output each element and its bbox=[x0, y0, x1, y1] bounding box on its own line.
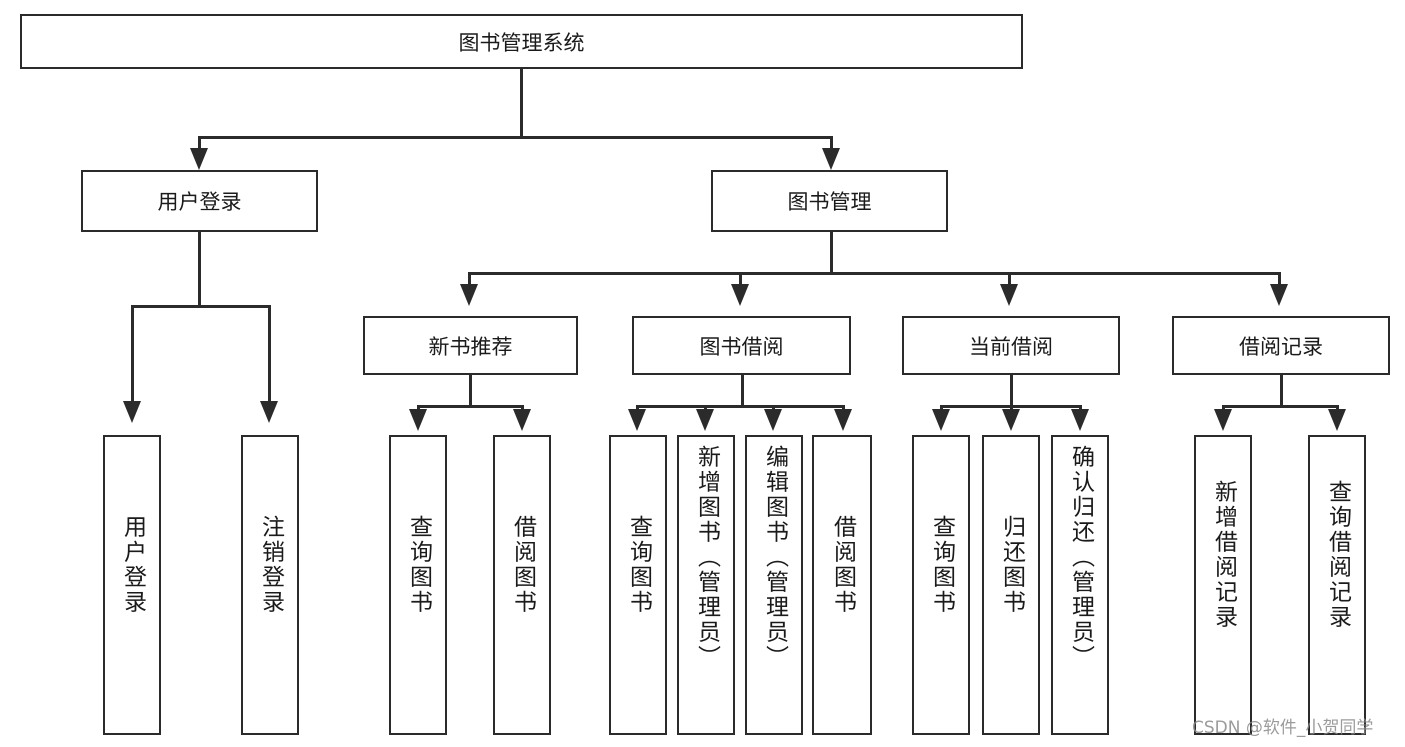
node-label: 查询图书 bbox=[405, 515, 432, 615]
node-leaf-query-book-recommend[interactable]: 查询图书 bbox=[389, 435, 447, 735]
node-leaf-query-borrow-record[interactable]: 查询借阅记录 bbox=[1308, 435, 1366, 735]
connector-root-drop-user bbox=[198, 136, 201, 150]
node-current-borrow[interactable]: 当前借阅 bbox=[902, 316, 1120, 375]
node-label: 图书借阅 bbox=[699, 334, 784, 359]
node-book-manage[interactable]: 图书管理 bbox=[711, 170, 948, 232]
connector-book-bus bbox=[468, 272, 1281, 275]
connector-book-drop-2 bbox=[739, 272, 742, 286]
connector-root-bus bbox=[198, 136, 833, 139]
arrowhead-leaf-add-record bbox=[1214, 409, 1232, 431]
connector-book-drop-3 bbox=[1008, 272, 1011, 286]
node-book-borrow[interactable]: 图书借阅 bbox=[632, 316, 851, 375]
arrowhead-leaf-edit-book bbox=[764, 409, 782, 431]
node-label: 查询图书 bbox=[625, 515, 652, 615]
connector-borrow-stem bbox=[741, 375, 744, 408]
node-leaf-return-book[interactable]: 归还图书 bbox=[982, 435, 1040, 735]
node-label: 借阅图书 bbox=[509, 515, 536, 615]
arrowhead-leaf-add-book bbox=[696, 409, 714, 431]
connector-current-drop-3 bbox=[1079, 405, 1082, 411]
node-label: 归还图书 bbox=[998, 515, 1025, 615]
arrowhead-user-login bbox=[190, 148, 208, 170]
node-leaf-borrow-book-recommend[interactable]: 借阅图书 bbox=[493, 435, 551, 735]
arrowhead-book-manage bbox=[822, 148, 840, 170]
arrowhead-leaf-return-book bbox=[1002, 409, 1020, 431]
connector-book-drop-1 bbox=[468, 272, 471, 286]
connector-root-drop-book bbox=[830, 136, 833, 150]
connector-recommend-stem bbox=[469, 375, 472, 408]
node-label: 新增图书（管理员） bbox=[693, 445, 720, 670]
arrowhead-current-borrow bbox=[1000, 284, 1018, 306]
connector-current-drop-2 bbox=[1010, 405, 1013, 411]
node-user-login[interactable]: 用户登录 bbox=[81, 170, 318, 232]
connector-borrow-drop-1 bbox=[636, 405, 639, 411]
node-label: 用户登录 bbox=[157, 190, 242, 214]
arrowhead-leaf-query-book-3 bbox=[932, 409, 950, 431]
node-label: 当前借阅 bbox=[969, 334, 1053, 359]
connector-record-drop-2 bbox=[1336, 405, 1339, 411]
connector-borrow-drop-3 bbox=[772, 405, 775, 411]
arrowhead-leaf-query-book-2 bbox=[628, 409, 646, 431]
connector-user-stem bbox=[198, 232, 201, 307]
connector-recommend-drop-2 bbox=[521, 405, 524, 411]
arrowhead-leaf-query-book-1 bbox=[409, 409, 427, 431]
node-leaf-borrow-book[interactable]: 借阅图书 bbox=[812, 435, 872, 735]
node-leaf-add-borrow-record[interactable]: 新增借阅记录 bbox=[1194, 435, 1252, 735]
node-label: 图书管理 bbox=[787, 190, 872, 214]
node-leaf-add-book[interactable]: 新增图书（管理员） bbox=[677, 435, 735, 735]
arrowhead-book-borrow bbox=[731, 284, 749, 306]
node-new-book-recommend[interactable]: 新书推荐 bbox=[363, 316, 578, 375]
node-label: 图书管理系统 bbox=[458, 30, 585, 55]
connector-current-drop-1 bbox=[940, 405, 943, 411]
node-label: 查询借阅记录 bbox=[1324, 480, 1351, 630]
node-root-book-management-system[interactable]: 图书管理系统 bbox=[20, 14, 1023, 69]
connector-record-stem bbox=[1280, 375, 1283, 408]
connector-user-drop-1 bbox=[131, 305, 134, 403]
arrowhead-new-book-recommend bbox=[460, 284, 478, 306]
node-borrow-record[interactable]: 借阅记录 bbox=[1172, 316, 1390, 375]
node-label: 确认归还（管理员） bbox=[1067, 445, 1094, 670]
watermark-text: CSDN @软件_小贺同学 bbox=[1192, 718, 1374, 738]
connector-recommend-bus bbox=[417, 405, 524, 408]
node-label: 借阅记录 bbox=[1239, 334, 1323, 359]
node-label: 编辑图书（管理员） bbox=[761, 445, 788, 670]
arrowhead-leaf-confirm-return bbox=[1071, 409, 1089, 431]
node-label: 注销登录 bbox=[257, 515, 284, 615]
arrowhead-leaf-user-logout bbox=[260, 401, 278, 423]
node-leaf-query-book-current[interactable]: 查询图书 bbox=[912, 435, 970, 735]
connector-borrow-bus bbox=[636, 405, 845, 408]
connector-record-bus bbox=[1222, 405, 1339, 408]
connector-book-stem bbox=[830, 232, 833, 274]
node-label: 查询图书 bbox=[928, 515, 955, 615]
arrowhead-leaf-borrow-book-2 bbox=[834, 409, 852, 431]
node-leaf-query-book-borrow[interactable]: 查询图书 bbox=[609, 435, 667, 735]
arrowhead-borrow-record bbox=[1270, 284, 1288, 306]
connector-user-drop-2 bbox=[268, 305, 271, 403]
node-leaf-user-logout[interactable]: 注销登录 bbox=[241, 435, 299, 735]
connector-record-drop-1 bbox=[1222, 405, 1225, 411]
node-leaf-edit-book[interactable]: 编辑图书（管理员） bbox=[745, 435, 803, 735]
node-label: 用户登录 bbox=[119, 515, 146, 615]
connector-user-bus bbox=[131, 305, 271, 308]
connector-current-stem bbox=[1010, 375, 1013, 408]
connector-borrow-drop-2 bbox=[704, 405, 707, 411]
connector-book-drop-4 bbox=[1278, 272, 1281, 286]
node-label: 新书推荐 bbox=[428, 334, 513, 359]
arrowhead-leaf-query-record bbox=[1328, 409, 1346, 431]
node-leaf-confirm-return[interactable]: 确认归还（管理员） bbox=[1051, 435, 1109, 735]
node-leaf-user-login[interactable]: 用户登录 bbox=[103, 435, 161, 735]
arrowhead-leaf-user-login bbox=[123, 401, 141, 423]
connector-root-stem bbox=[520, 68, 523, 138]
arrowhead-leaf-borrow-book-1 bbox=[513, 409, 531, 431]
node-label: 借阅图书 bbox=[829, 515, 856, 615]
connector-borrow-drop-4 bbox=[842, 405, 845, 411]
connector-recommend-drop-1 bbox=[417, 405, 420, 411]
node-label: 新增借阅记录 bbox=[1210, 480, 1237, 630]
